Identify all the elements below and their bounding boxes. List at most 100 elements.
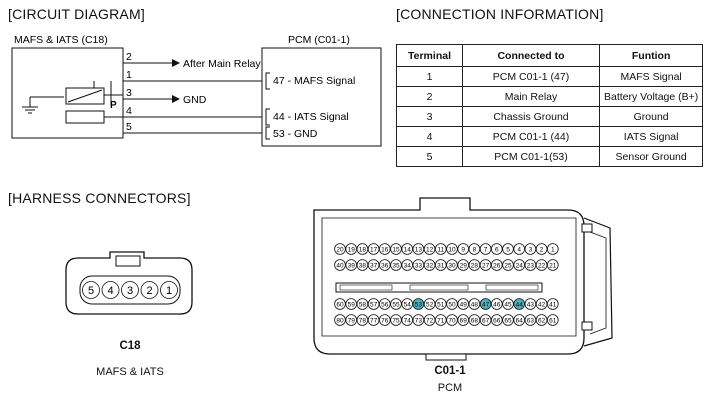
c01-pin-circle [356, 298, 369, 310]
c01-pin-label: 19 [348, 246, 356, 253]
sensor-label: MAFS & IATS (C18) [14, 34, 108, 46]
table-cell: PCM C01-1 (44) [462, 126, 600, 147]
c01-pin-label: 67 [482, 317, 490, 324]
c01-pin-label: 40 [336, 262, 344, 269]
c01-pin-label: 31 [437, 262, 445, 269]
c01-pin-label: 16 [381, 246, 389, 253]
c01-pin-circle [535, 314, 548, 326]
c01-pin-label: 80 [336, 317, 344, 324]
c01-pin-circle [535, 298, 548, 310]
arrow-right-icon [172, 59, 180, 67]
header-function: Funtion [598, 44, 704, 67]
gnd-label: GND [183, 94, 207, 106]
c01-pin-circle [334, 243, 346, 255]
c01-pin-label: 60 [336, 301, 344, 308]
c01-pin-label: 79 [348, 317, 356, 324]
pcm-label: PCM (C01-1) [288, 34, 350, 46]
c01-code: C01-1 [434, 365, 466, 377]
c01-pin-label: 51 [437, 301, 445, 308]
pcm-pin-47: 47 - MAFS Signal [273, 75, 355, 87]
c01-pin-circle [479, 298, 492, 310]
c01-pin-circle [524, 259, 537, 271]
c01-pin-circle [524, 314, 537, 326]
c01-pin-circle [468, 298, 481, 310]
c01-pin-circle [479, 243, 492, 255]
c01-pin-label: 13 [415, 246, 423, 253]
c01-pin-label: 12 [426, 246, 434, 253]
c01-pin-circle [446, 298, 458, 310]
c01-pin-circle [468, 314, 481, 326]
c01-pin-circle [412, 314, 425, 326]
c18-pin-label: 3 [127, 285, 133, 297]
chassis-ground-icon [22, 106, 38, 114]
c01-pin-circle [367, 243, 380, 255]
c18-code: C18 [119, 340, 141, 352]
c01-pin-label: 59 [348, 301, 356, 308]
table-row: 3 Chassis Ground Ground [396, 106, 704, 127]
c01-pin-label: 70 [448, 317, 456, 324]
c01-pin-label: 53 [415, 301, 423, 308]
c01-pin-label: 62 [538, 317, 546, 324]
c01-pin-label: 7 [484, 246, 488, 253]
c01-pin-label: 26 [493, 262, 501, 269]
table-cell: 5 [396, 146, 463, 167]
c01-pin-label: 72 [426, 317, 434, 324]
table-cell: 3 [396, 106, 463, 127]
c01-pin-circle [334, 298, 346, 310]
c01-pin-label: 45 [504, 301, 512, 308]
c01-pin-label: 50 [448, 301, 456, 308]
c01-pin-label: 11 [437, 246, 444, 253]
c18-pin-label: 5 [88, 285, 94, 297]
c01-pin-label: 22 [538, 262, 546, 269]
c01-pin-label: 71 [437, 317, 445, 324]
header-terminal: Terminal [396, 44, 463, 67]
p-label: P [110, 100, 117, 111]
table-cell: Ground [598, 106, 704, 127]
c01-pin-circle [547, 298, 559, 310]
c18-pin-circle [140, 281, 159, 299]
c01-pin-circle [423, 314, 436, 326]
c01-pin-circle [334, 259, 346, 271]
c01-name: PCM [437, 382, 463, 394]
sensor-box [11, 47, 124, 139]
c01-pin-circle [390, 259, 402, 271]
c01-pin-label: 3 [529, 246, 533, 253]
c01-pin-label: 35 [392, 262, 400, 269]
harness-connectors-title: [HARNESS CONNECTORS] [8, 190, 191, 206]
c18-pin-label: 2 [146, 285, 152, 297]
c01-pin-label: 21 [549, 262, 557, 269]
c01-pin-label: 6 [495, 246, 499, 253]
c01-pin-label: 77 [370, 317, 378, 324]
c01-pin-label: 5 [506, 246, 510, 253]
c01-pin-circle [446, 243, 458, 255]
c01-pin-label: 63 [527, 317, 535, 324]
c01-pin-label: 69 [460, 317, 468, 324]
c18-pin-circle [160, 281, 178, 299]
c01-pin-circle [423, 298, 436, 310]
c01-pin-label: 27 [482, 262, 490, 269]
table-cell: PCM C01-1 (47) [462, 66, 600, 87]
c01-pin-label: 38 [359, 262, 367, 269]
c01-pin-label: 14 [404, 246, 412, 253]
c01-pin-circle [423, 259, 436, 271]
c01-pin-circle [412, 298, 425, 310]
c01-pin-circle [356, 259, 369, 271]
connection-table: Terminal Connected to Funtion 1 PCM C01-… [396, 44, 704, 167]
c01-pin-label: 42 [538, 301, 546, 308]
c18-pin-label: 4 [107, 285, 113, 297]
c01-pin-label: 56 [381, 301, 389, 308]
c01-pin-label: 76 [381, 317, 389, 324]
c01-pin-label: 49 [460, 301, 468, 308]
c18-pin-circle [121, 281, 139, 299]
circuit-diagram: MAFS & IATS (C18) PCM (C01-1) P 2 1 3 4 … [11, 34, 382, 147]
c01-pin-label: 57 [370, 301, 378, 308]
c01-pin-label: 1 [551, 246, 555, 253]
c01-pin-circle [367, 259, 380, 271]
c18-pin-circle [82, 281, 100, 299]
c01-pin-circle [479, 259, 492, 271]
c01-pin-label: 52 [426, 301, 434, 308]
c01-pin-circle [356, 243, 369, 255]
